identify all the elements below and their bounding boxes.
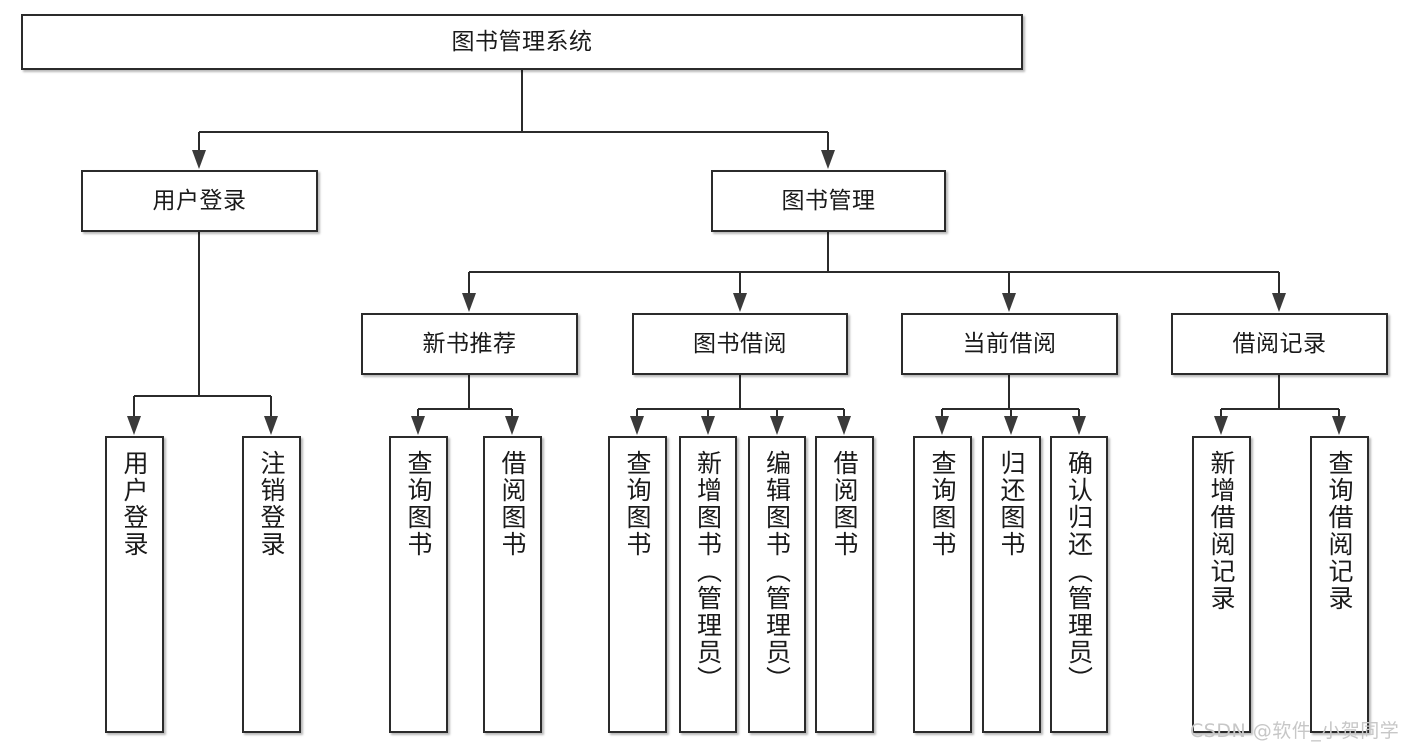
node-leaf-cb-return[interactable]: 归还图书 <box>982 436 1041 733</box>
node-leaf-bb-edit[interactable]: 编辑图书（管理员） <box>748 436 806 733</box>
node-leaf-bb-borrow[interactable]: 借阅图书 <box>815 436 874 733</box>
arrow-head-root-1 <box>821 150 835 169</box>
arrow-head-book-borrow-0 <box>630 416 644 435</box>
node-label-leaf-br-query: 查询借阅记录 <box>1325 450 1354 612</box>
node-label-user-login: 用户登录 <box>152 187 247 214</box>
node-leaf-rec-borrow[interactable]: 借阅图书 <box>483 436 542 733</box>
node-leaf-br-query[interactable]: 查询借阅记录 <box>1310 436 1369 733</box>
arrow-head-book-borrow-2 <box>770 416 784 435</box>
node-label-leaf-cb-query: 查询图书 <box>928 450 957 558</box>
node-label-root: 图书管理系统 <box>451 28 593 55</box>
arrow-head-book-manage-0 <box>462 293 476 312</box>
node-leaf-bb-query[interactable]: 查询图书 <box>608 436 667 733</box>
arrow-head-current-borrow-1 <box>1004 416 1018 435</box>
arrow-head-borrow-record-1 <box>1332 416 1346 435</box>
arrow-head-current-borrow-2 <box>1072 416 1086 435</box>
node-leaf-login[interactable]: 用户登录 <box>105 436 164 733</box>
node-label-borrow-record: 借阅记录 <box>1232 330 1327 357</box>
node-leaf-br-add[interactable]: 新增借阅记录 <box>1192 436 1251 733</box>
node-label-leaf-rec-borrow: 借阅图书 <box>498 450 527 558</box>
node-label-leaf-cb-confirm: 确认归还（管理员） <box>1064 450 1094 693</box>
node-label-current-borrow: 当前借阅 <box>962 330 1057 357</box>
arrow-head-book-manage-3 <box>1272 293 1286 312</box>
node-borrow-record[interactable]: 借阅记录 <box>1171 313 1388 375</box>
node-book-manage[interactable]: 图书管理 <box>711 170 946 232</box>
node-leaf-bb-add[interactable]: 新增图书（管理员） <box>679 436 737 733</box>
arrow-head-new-book-rec-0 <box>411 416 425 435</box>
node-label-leaf-login: 用户登录 <box>120 450 149 558</box>
node-leaf-rec-query[interactable]: 查询图书 <box>389 436 448 733</box>
node-leaf-cb-query[interactable]: 查询图书 <box>913 436 972 733</box>
node-label-leaf-bb-edit: 编辑图书（管理员） <box>762 450 792 693</box>
node-label-leaf-bb-borrow: 借阅图书 <box>830 450 859 558</box>
node-label-leaf-br-add: 新增借阅记录 <box>1207 450 1236 612</box>
node-leaf-logout[interactable]: 注销登录 <box>242 436 301 733</box>
node-root[interactable]: 图书管理系统 <box>21 14 1023 70</box>
node-book-borrow[interactable]: 图书借阅 <box>632 313 848 375</box>
arrow-head-new-book-rec-1 <box>505 416 519 435</box>
arrow-head-user-login-0 <box>127 416 141 435</box>
node-label-leaf-bb-add: 新增图书（管理员） <box>693 450 723 693</box>
node-label-book-borrow: 图书借阅 <box>693 330 787 357</box>
arrow-head-root-0 <box>192 150 206 169</box>
arrow-head-borrow-record-0 <box>1214 416 1228 435</box>
node-label-leaf-bb-query: 查询图书 <box>623 450 652 558</box>
arrow-head-book-borrow-3 <box>837 416 851 435</box>
node-label-leaf-logout: 注销登录 <box>257 450 286 558</box>
arrow-head-book-manage-2 <box>1002 293 1016 312</box>
node-label-leaf-rec-query: 查询图书 <box>404 450 433 558</box>
node-label-book-manage: 图书管理 <box>781 187 876 214</box>
node-label-leaf-cb-return: 归还图书 <box>997 450 1026 558</box>
node-label-new-book-rec: 新书推荐 <box>422 330 517 357</box>
arrow-head-user-login-1 <box>264 416 278 435</box>
node-current-borrow[interactable]: 当前借阅 <box>901 313 1118 375</box>
node-leaf-cb-confirm[interactable]: 确认归还（管理员） <box>1050 436 1108 733</box>
arrow-head-book-manage-1 <box>733 293 747 312</box>
node-user-login[interactable]: 用户登录 <box>81 170 318 232</box>
node-new-book-rec[interactable]: 新书推荐 <box>361 313 578 375</box>
arrow-head-current-borrow-0 <box>935 416 949 435</box>
arrow-head-book-borrow-1 <box>701 416 715 435</box>
